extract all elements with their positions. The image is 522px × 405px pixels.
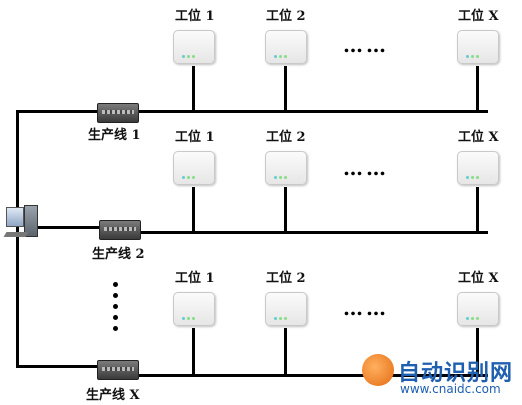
station-label: 工位 X [458,9,499,24]
network-switch-icon [97,103,139,123]
station-label: 工位 X [458,271,499,286]
station-label: 工位 X [458,130,499,145]
station-terminal-icon [265,151,307,185]
station-terminal-icon [457,151,499,185]
server-bus-vertical [16,110,19,368]
line-x-drop-1 [192,328,195,376]
line-label-2: 生产线 2 [92,247,145,262]
station-ellipsis: …… [343,296,389,320]
station-terminal-icon [265,292,307,326]
line-x-drop-x [476,328,479,376]
station-terminal-icon [457,292,499,326]
line-x-drop-2 [284,328,287,376]
line-1-drop-2 [284,66,287,112]
vertical-ellipsis-dot [113,326,118,331]
station-terminal-icon [173,292,215,326]
vertical-ellipsis-dot [113,282,118,287]
line-2-trunk [138,231,488,234]
watermark-text: 自动识别网 [398,361,514,386]
station-terminal-icon [265,30,307,64]
line-1-drop-1 [192,66,195,112]
station-terminal-icon [173,30,215,64]
bus-to-line-2 [36,226,100,229]
line-2-drop-2 [284,187,287,233]
vertical-ellipsis-dot [113,315,118,320]
network-switch-icon [97,360,139,380]
line-1-trunk [136,110,488,113]
vertical-ellipsis-dot [113,304,118,309]
line-1-drop-x [476,66,479,112]
line-2-drop-x [476,187,479,233]
line-label-1: 生产线 1 [88,128,141,143]
line-2-drop-1 [192,187,195,233]
station-ellipsis: …… [343,33,389,57]
watermark-mark-icon [362,354,394,386]
network-switch-icon [99,220,141,240]
station-terminal-icon [457,30,499,64]
line-label-x: 生产线 X [86,388,140,403]
watermark-url: www.cnaidc.com [400,382,501,396]
station-label: 工位 1 [175,9,215,24]
bus-to-line-1 [16,110,98,113]
station-ellipsis: …… [343,156,389,180]
station-label: 工位 2 [266,130,306,145]
station-terminal-icon [173,151,215,185]
station-label: 工位 1 [175,130,215,145]
station-label: 工位 2 [266,9,306,24]
station-label: 工位 1 [175,271,215,286]
bus-to-line-x [16,365,98,368]
vertical-ellipsis-dot [113,293,118,298]
line-x-trunk [138,374,488,377]
station-label: 工位 2 [266,271,306,286]
